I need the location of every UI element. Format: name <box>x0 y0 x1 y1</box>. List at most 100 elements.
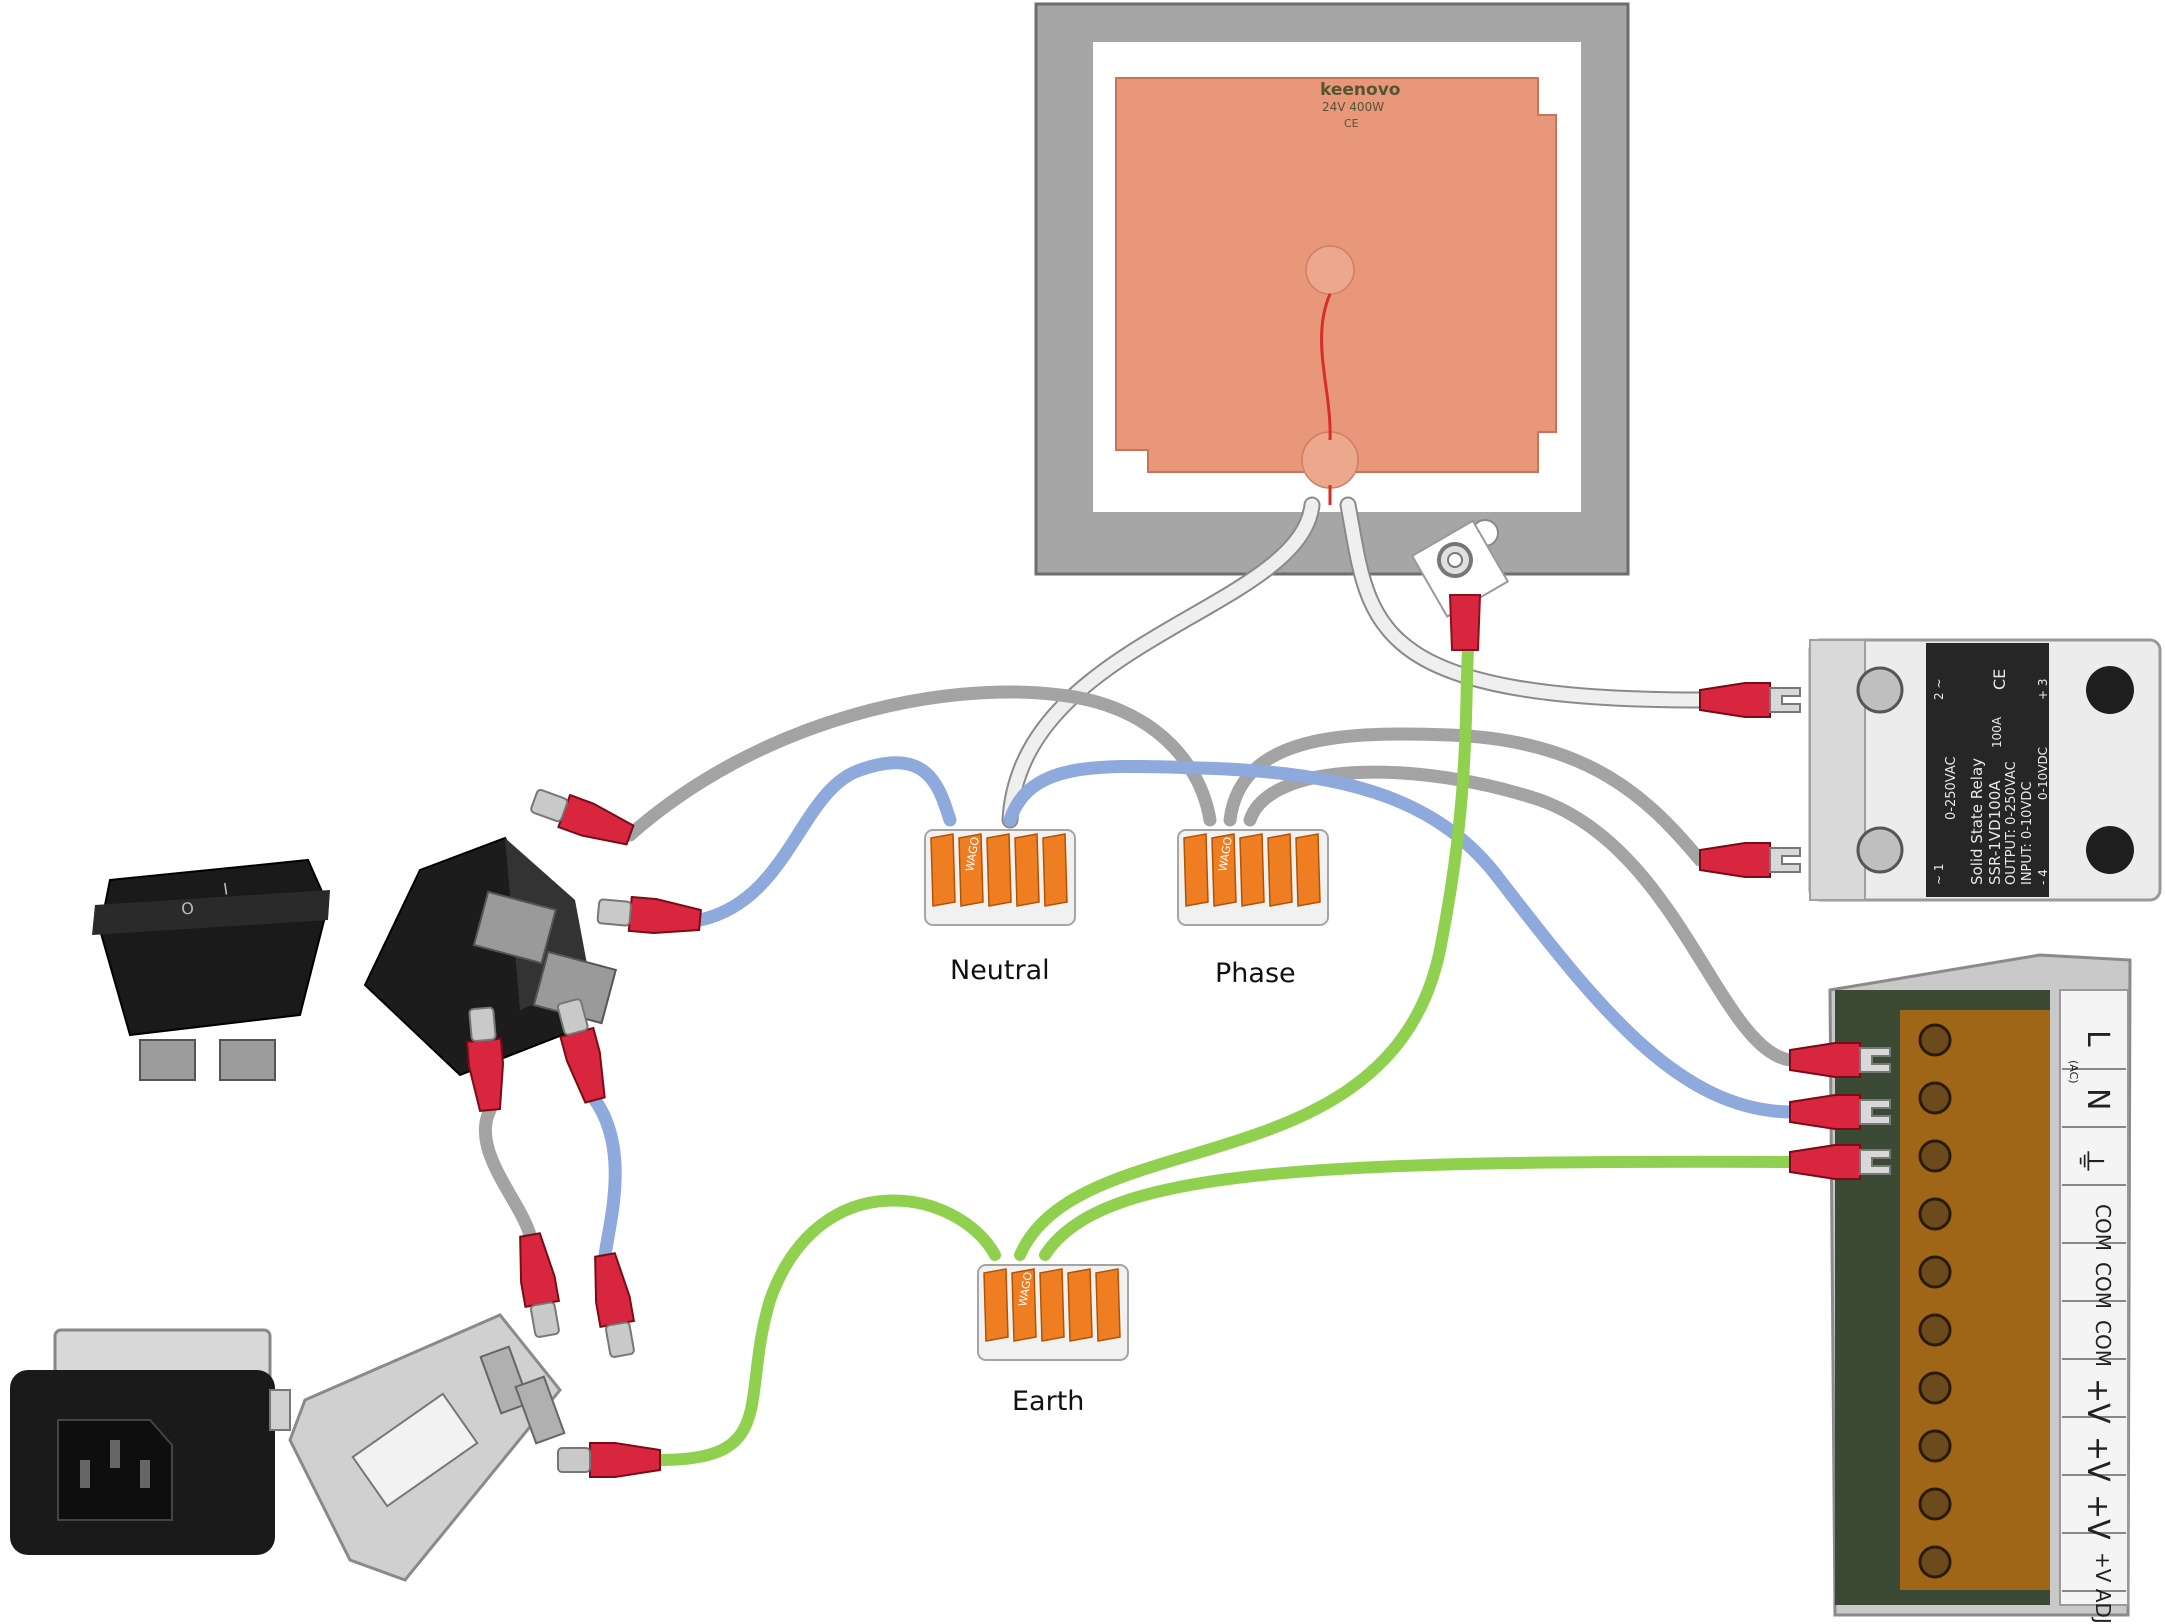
spade-terminal-lug <box>596 895 702 935</box>
blue-wire-filter-to-switch <box>588 1093 622 1262</box>
psu-terminal-label: COM <box>2091 1262 2115 1309</box>
grey-wire-phase-to-ssr <box>1223 727 1707 867</box>
heater-lead-white-1 <box>1003 498 1319 827</box>
psu-screw <box>1918 1371 1952 1405</box>
wago-lever <box>1183 833 1209 907</box>
psu-terminal-label: +V <box>2080 1436 2115 1482</box>
psu-terminal-label: +V <box>2080 1494 2115 1540</box>
wago-lever <box>1011 1268 1037 1342</box>
relay-ac-range: 0-250VAC <box>1944 756 1959 820</box>
switch-off-mark: O <box>180 898 196 919</box>
blue-wire-switch-to-neutral <box>693 756 957 927</box>
wago-lever <box>1267 833 1293 907</box>
fork-terminal-lug <box>1789 1094 1891 1130</box>
relay-label-panel <box>1926 643 2049 897</box>
fork-terminal-lug <box>1699 682 1801 718</box>
psu-label-strip <box>2059 989 2129 1606</box>
rocker-switch-wired <box>363 836 618 1077</box>
green-wire-earth-to-psu <box>1039 1155 1796 1261</box>
iec-inlet-filter <box>10 1328 291 1555</box>
thermistor-pad <box>1305 245 1355 295</box>
relay-dc-range: 0-10VDC <box>2036 746 2050 800</box>
wago-lever <box>1014 833 1040 907</box>
solid-state-relay <box>1808 638 2162 902</box>
spade-terminal-lug <box>519 1232 561 1338</box>
relay-model: SSR-1VD100A <box>1986 780 2004 885</box>
crimp-lugs <box>465 682 1891 1478</box>
lug-bed-earth <box>1448 594 1482 651</box>
relay-terminal-3: + 3 <box>2036 678 2050 700</box>
iec-socket <box>57 1419 173 1521</box>
spade-terminal-lug <box>557 1442 661 1478</box>
label-phase: Phase <box>1215 958 1296 989</box>
relay-terminal-1: ~ 1 <box>1932 863 1946 885</box>
relay-name: Solid State Relay <box>1968 757 1986 885</box>
psu-screw <box>1918 1255 1952 1289</box>
wago-connector-neutral: WAGO <box>924 829 1076 926</box>
psu-screw <box>1918 1197 1952 1231</box>
heater-lead-white-2 <box>1341 498 1707 707</box>
psu-screw <box>1918 1023 1952 1057</box>
psu-ac-note: (AC) <box>2067 1060 2080 1084</box>
relay-output: OUTPUT: 0-250VAC <box>2004 761 2019 885</box>
psu-screw <box>1918 1487 1952 1521</box>
wago-lever <box>1239 833 1265 907</box>
relay-mount-hole-1 <box>2086 666 2134 714</box>
wago-connector-earth: WAGO <box>977 1264 1129 1361</box>
relay-current: 100A <box>1990 716 2004 748</box>
psu-screw <box>1918 1139 1952 1173</box>
iec-inlet-filter-rear <box>288 1313 566 1582</box>
grey-wire-switch-to-phase <box>623 685 1217 842</box>
wago-lever <box>1295 833 1321 907</box>
relay-input: INPUT: 0-10VDC <box>2020 781 2035 885</box>
rocker-switch <box>92 858 330 1081</box>
psu-terminal-label: +V <box>2080 1378 2115 1424</box>
wago-lever <box>1067 1268 1093 1342</box>
thermistor-lead <box>1320 293 1332 441</box>
heater-ce-mark: CE <box>1344 117 1359 130</box>
relay-ce-mark: CE <box>1990 668 2009 690</box>
relay-screw-1 <box>1856 666 1904 714</box>
filter-label <box>351 1392 479 1508</box>
psu-label-dividers <box>2062 1068 2126 1592</box>
ring-terminal-bed-earth <box>1410 519 1510 618</box>
wago-lever <box>1042 833 1068 907</box>
wires <box>478 496 1797 1466</box>
psu-terminal-label: ⏚ <box>2072 1146 2107 1176</box>
psu-screw <box>1918 1429 1952 1463</box>
wago-lever <box>986 833 1012 907</box>
wago-brand: WAGO <box>1216 836 1235 873</box>
spade-terminal-lug <box>556 998 606 1104</box>
spade-terminal-lug <box>530 788 635 846</box>
psu-terminal-label: +V ADJ <box>2091 1552 2115 1624</box>
heater-brand: keenovo <box>1320 80 1401 100</box>
relay-terminal-4: - 4 <box>2036 869 2050 885</box>
blue-wire-neutral-to-psu-n <box>1003 759 1797 1119</box>
fork-terminal-lug <box>1699 842 1801 878</box>
heater-rating: 24V 400W <box>1322 100 1385 114</box>
psu-terminal-label: N <box>2080 1088 2115 1111</box>
wago-connector-phase: WAGO <box>1177 829 1329 926</box>
psu-screw-row <box>1918 1023 1952 1579</box>
psu-terminal-label: COM <box>2091 1320 2115 1367</box>
spade-terminal-lug <box>465 1006 505 1112</box>
psu-screw <box>1918 1081 1952 1115</box>
psu-terminal-label: L <box>2080 1030 2115 1047</box>
switch-pin-2 <box>219 1039 276 1081</box>
psu-screw <box>1918 1545 1952 1579</box>
green-wire-filter-to-earth <box>654 1194 1001 1466</box>
grey-wire-filter-to-switch <box>478 1103 537 1242</box>
relay-mount-hole-2 <box>2086 826 2134 874</box>
spade-terminal-lug <box>594 1252 636 1358</box>
fork-terminal-lug <box>1789 1144 1891 1180</box>
fork-terminal-lug <box>1789 1042 1891 1078</box>
lead-exit-pad <box>1301 431 1359 489</box>
label-neutral: Neutral <box>950 955 1050 986</box>
psu-terminal-label: COM <box>2091 1204 2115 1251</box>
wago-brand: WAGO <box>963 836 982 873</box>
relay-terminal-2: 2 ~ <box>1932 678 1946 700</box>
silicone-heater-pad <box>1115 77 1557 505</box>
wago-lever <box>930 833 956 907</box>
label-earth: Earth <box>1012 1386 1085 1417</box>
